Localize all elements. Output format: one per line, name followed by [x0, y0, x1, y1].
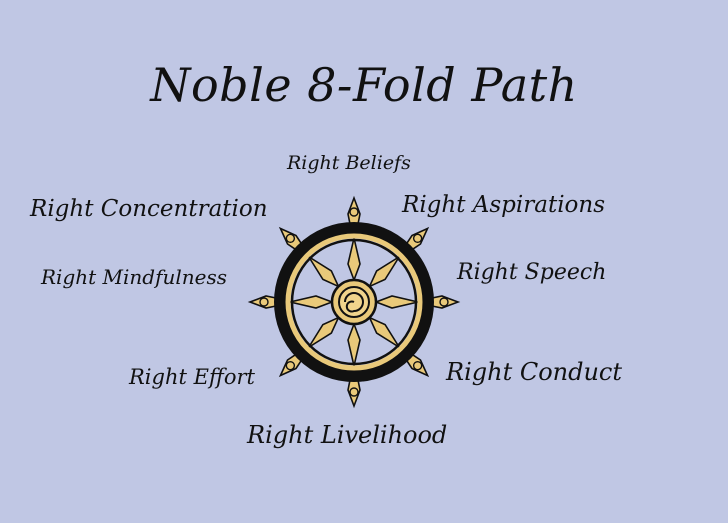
wheel-spokes [247, 195, 461, 409]
label-right-effort: Right Effort [129, 365, 255, 389]
wheel-rim-outer [274, 222, 434, 382]
wheel-hub-swirl [344, 292, 364, 313]
dharma-wheel-icon [247, 195, 461, 409]
label-right-mindfulness: Right Mindfulness [41, 265, 228, 289]
label-right-beliefs: Right Beliefs [287, 152, 411, 174]
wheel-spoke [367, 315, 430, 378]
label-right-livelihood: Right Livelihood [247, 421, 448, 449]
wheel-rim-inner [290, 238, 418, 366]
wheel-spoke [373, 295, 461, 309]
wheel-rim-gold [285, 233, 423, 371]
label-right-concentration: Right Concentration [30, 196, 268, 222]
label-right-conduct: Right Conduct [446, 358, 623, 386]
label-right-speech: Right Speech [457, 260, 607, 285]
page-title: Noble 8-Fold Path [150, 58, 578, 112]
label-right-aspirations: Right Aspirations [402, 192, 606, 218]
